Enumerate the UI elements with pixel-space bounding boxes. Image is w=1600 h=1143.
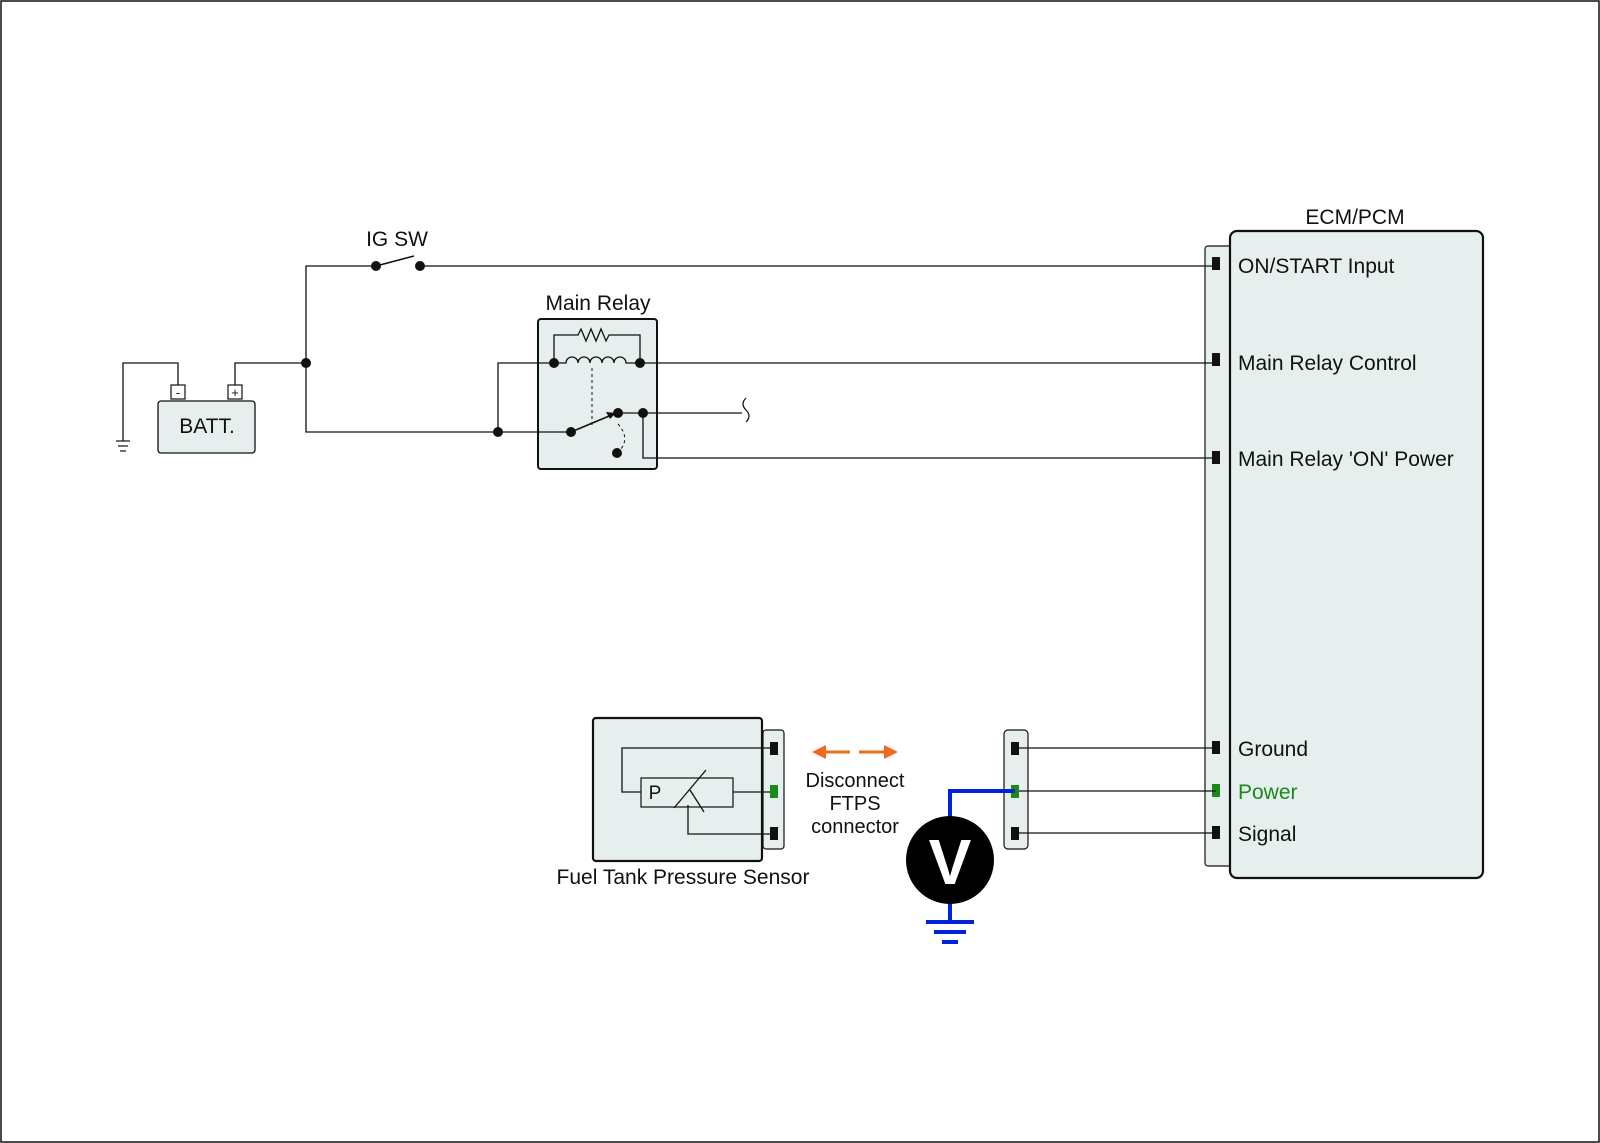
sensor-pin-1: [770, 742, 778, 755]
relay-resistor: [553, 327, 641, 363]
sensor-pin-2: [770, 785, 778, 798]
pin-label-relay-control: Main Relay Control: [1238, 352, 1417, 375]
battery-label: BATT.: [179, 415, 235, 438]
sensor-symbol: P: [649, 783, 662, 804]
ig-switch-label: IG SW: [366, 228, 428, 251]
battery-positive-wire: [234, 362, 306, 385]
battery: - + BATT.: [157, 384, 256, 454]
ecm-body: [1228, 229, 1485, 880]
sensor-pin-3: [770, 827, 778, 840]
disconnect-arrows-icon: [812, 745, 898, 759]
meter-positive-lead: [948, 789, 1015, 820]
sensor-internal-wire-1: [621, 747, 770, 793]
sensor-variable-stroke: [673, 769, 707, 809]
main-relay-body: [537, 318, 658, 470]
relay-coil-feed-wire: [497, 362, 554, 432]
note-line-2: FTPS: [829, 793, 880, 815]
ig-switch-blade: [375, 255, 415, 267]
ecm-module: ECM/PCM ON/START Input Main Relay Contro…: [1204, 206, 1485, 880]
junction-dot: [493, 427, 503, 437]
meter-ground-icon: [926, 920, 974, 944]
sensor-internal-wire-3: [687, 789, 770, 835]
relay-switch-travel: [616, 423, 626, 454]
ig-feed-wire: [305, 265, 376, 363]
harness-pin-signal: [1011, 827, 1019, 840]
main-relay: Main Relay: [537, 292, 658, 470]
pin-label-power: Power: [1238, 781, 1298, 804]
note-line-1: Disconnect: [806, 770, 905, 792]
battery-ground-wire: [122, 362, 179, 441]
battery-pos-sign: +: [231, 385, 239, 400]
relay-coil: [554, 356, 640, 364]
pin-label-signal: Signal: [1238, 823, 1296, 846]
pin-label-on-start: ON/START Input: [1238, 255, 1395, 278]
chassis-ground-icon: [116, 440, 130, 452]
pin-relay-control: [1212, 353, 1220, 366]
relay-switch-nc-contact: [612, 448, 622, 458]
battery-neg-sign: -: [176, 385, 180, 400]
wire-continuation-icon: [742, 397, 750, 423]
voltmeter-symbol: V: [929, 826, 972, 898]
pin-label-relay-on-power: Main Relay 'ON' Power: [1238, 448, 1454, 471]
battery-body: [157, 400, 256, 454]
voltmeter-icon: [906, 816, 994, 904]
note-line-3: connector: [811, 816, 899, 838]
sensor-label: Fuel Tank Pressure Sensor: [557, 866, 810, 889]
harness-pin-ground: [1011, 742, 1019, 755]
relay-switch-blade: [570, 413, 615, 433]
ecm-title: ECM/PCM: [1305, 206, 1404, 229]
sensor-body: [591, 716, 764, 863]
relay-on-power-wire: [642, 413, 1216, 459]
ecm-connector-strip: [1204, 245, 1234, 867]
pin-label-ground: Ground: [1238, 738, 1308, 761]
relay-feed-wire: [305, 363, 498, 433]
junction-dot: [301, 358, 311, 368]
main-relay-label: Main Relay: [545, 292, 651, 315]
pin-on-start: [1212, 257, 1220, 270]
fuel-tank-pressure-sensor: P Fuel Tank Pressure Sensor: [557, 716, 810, 889]
